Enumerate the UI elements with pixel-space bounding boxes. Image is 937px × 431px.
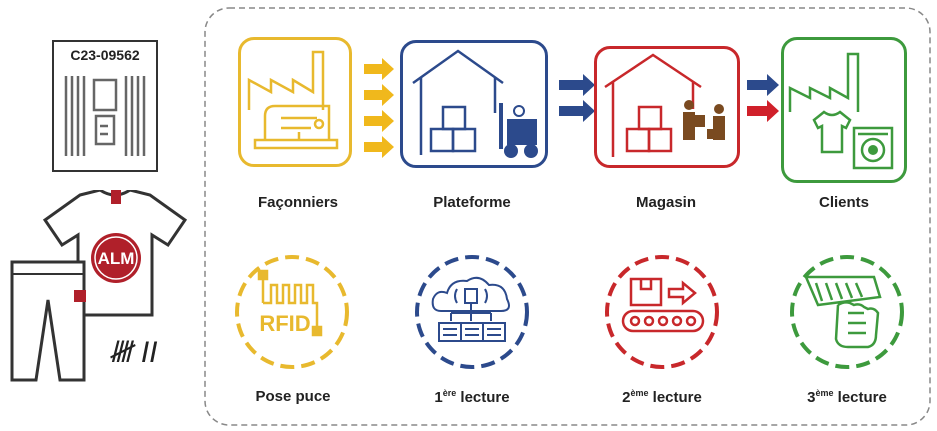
stage-faconniers-box [238,37,352,167]
step-lecture-3-label: 3ème lecture [777,388,917,406]
tag-code: C23-09562 [70,47,140,63]
stage-magasin-label: Magasin [635,194,696,211]
step-lecture-2-prefix: 2 [622,389,631,406]
step-lecture-2-sup: ème [630,388,649,398]
step-lecture-1-prefix: 1 [434,389,443,406]
step-pose-puce-label: Pose puce [255,388,331,405]
pants-icon [10,260,86,382]
step-lecture-3-suffix: lecture [833,389,887,406]
factory-sewing-machine-icon [247,50,339,150]
step-lecture-3-prefix: 3 [807,389,816,406]
stage-clients-label: Clients [818,194,869,211]
stage-magasin-box [594,46,740,168]
conveyor-belt-icon [621,277,705,333]
arrows-faconniers-to-plateforme [364,58,394,158]
brand-logo-text: ALM [98,249,135,268]
rfid-chip-icon [257,269,323,337]
cloud-network-icon [431,276,510,342]
laundry-client-icon [788,52,894,170]
step-lecture-2-suffix: lecture [648,389,702,406]
barcode-scanner-hand-icon [804,275,882,349]
step-lecture-1-label: 1ère lecture [402,388,542,406]
warehouse-forklift-icon [412,49,538,158]
step-lecture-1-suffix: lecture [456,389,510,406]
store-delivery-icon [604,53,725,157]
stage-plateforme-label: Plateforme [433,194,511,211]
arrows-magasin-to-clients [747,74,779,122]
step-lecture-2-label: 2ème lecture [592,388,732,406]
stage-clients-box [781,37,907,183]
rfid-antenna-icon [64,76,146,156]
step-lecture-3-sup: ème [815,388,834,398]
arrows-plateforme-to-magasin [559,74,595,122]
step-lecture-1-circle [415,255,529,369]
stage-faconniers-label: Façonniers [257,194,339,211]
step-lecture-2-circle [605,255,719,369]
step-pose-puce-circle: RFID [235,255,349,369]
step-lecture-3-circle [790,255,904,369]
step-lecture-1-sup: ère [442,388,457,398]
rfid-tag-card: C23-09562 [52,40,158,172]
tally-marks: 𝍸 II [108,336,158,369]
rfid-text: RFID [259,311,310,336]
stage-plateforme-box [400,40,548,168]
